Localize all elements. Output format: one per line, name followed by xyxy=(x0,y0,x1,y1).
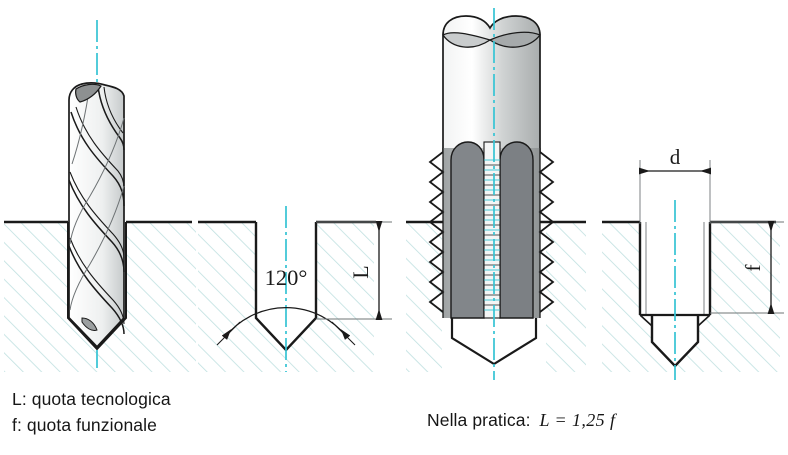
figure-drill-with-hole xyxy=(4,20,196,372)
figure-hole-dimensioned: 120° L xyxy=(198,206,392,372)
figure-tap-in-hole xyxy=(406,8,586,380)
tap-shank xyxy=(442,15,541,153)
tap-tool xyxy=(428,15,555,319)
drill-point-shade xyxy=(81,317,98,331)
practice-note-formula: L = 1,25 f xyxy=(539,410,616,430)
angle-label-120: 120° xyxy=(265,265,308,290)
thread-runout xyxy=(639,314,711,327)
dimension-label-f: f xyxy=(741,265,765,272)
angle-leg-right xyxy=(331,321,356,346)
dimension-label-L: L xyxy=(348,265,373,278)
drill-point xyxy=(68,317,125,349)
practice-note: Nella pratica: L = 1,25 f xyxy=(427,410,615,431)
tap-core-pitch-lines xyxy=(484,159,500,311)
dimension-label-d: d xyxy=(670,145,681,169)
legend-line-functional: f: quota funzionale xyxy=(12,415,157,435)
tap-core-thread-lines xyxy=(484,164,500,306)
material-hatch-1 xyxy=(4,222,196,372)
angle-leg-left xyxy=(216,321,241,346)
tap-flute-left xyxy=(450,141,485,319)
material-hatch-4 xyxy=(602,222,780,372)
tapped-bore-walls xyxy=(638,222,712,315)
drill-cutting-lip xyxy=(75,83,102,103)
material-hatch-3 xyxy=(406,222,586,372)
figure-tapped-hole-dimensioned: d f xyxy=(602,145,784,380)
legend-line-technological: L: quota tecnologica xyxy=(12,389,171,409)
tap-shank-lobe-right xyxy=(488,31,542,48)
practice-note-label: Nella pratica: xyxy=(427,410,531,430)
tap-flute-right xyxy=(499,141,534,319)
twist-drill-tool xyxy=(68,82,125,349)
